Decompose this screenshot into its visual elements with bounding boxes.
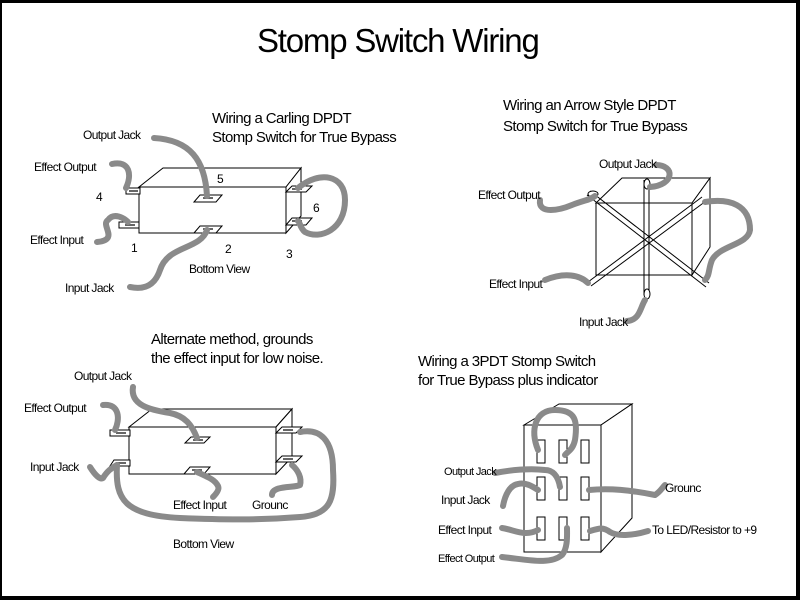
threepdt-diagram: Wiring a 3PDT Stomp Switch for True Bypa…: [418, 353, 758, 565]
alt-wire-effect-output: [100, 401, 121, 433]
wire-input-jack: [127, 227, 210, 291]
3pdt-wire-ground: [586, 482, 668, 498]
alt-label-effect-input: Effect Input: [173, 498, 228, 512]
alt-wire-ground: [269, 462, 304, 498]
page-title: Stomp Switch Wiring: [257, 22, 539, 59]
3pdt-label-output-jack: Output Jack: [444, 466, 497, 478]
alt-label-ground: Grounc: [252, 498, 288, 512]
alt-wire-effect-input: [194, 469, 222, 500]
arrow-wire-output-jack: [647, 162, 673, 190]
3pdt-wire-effect-input: [499, 525, 541, 536]
alt-lug-right-bottom: [274, 455, 304, 463]
arrow-body-top: [594, 177, 711, 204]
alt-body-front: [128, 426, 277, 475]
pin-label-6: 6: [313, 201, 320, 215]
alt-wire-input-jack: [87, 462, 120, 482]
arrow-wire-input-jack: [624, 297, 648, 324]
arrow-wire-jumper: [702, 198, 753, 283]
arrow-title-line1: Wiring an Arrow Style DPDT: [503, 97, 676, 114]
3pdt-label-led: To LED/Resistor to +9: [652, 523, 757, 537]
3pdt-wire-jumper-top: [531, 407, 579, 458]
wire-output-jack: [151, 135, 210, 199]
pin-label-3: 3: [286, 247, 293, 261]
arrow-title-line2: Stomp Switch for True Bypass: [503, 118, 687, 135]
alt-wire-output-jack: [129, 384, 200, 441]
arrow-label-effect-input: Effect Input: [489, 277, 544, 291]
carling-label-output-jack: Output Jack: [83, 128, 142, 142]
3pdt-label-effect-output: Effect Output: [438, 553, 495, 565]
3pdt-lug-r3c3: [580, 516, 590, 541]
pin-label-2: 2: [225, 242, 232, 256]
3pdt-title-line2: for True Bypass plus indicator: [418, 372, 598, 389]
3pdt-wire-led: [587, 525, 651, 538]
3pdt-wire-effect-output: [499, 525, 571, 564]
wire-jumper-3-6: [295, 174, 348, 238]
3pdt-title-line1: Wiring a 3PDT Stomp Switch: [418, 353, 596, 370]
carling-label-effect-output: Effect Output: [34, 160, 97, 174]
arrow-wire-effect-input: [542, 272, 591, 286]
carling-title-line2: Stomp Switch for True Bypass: [212, 129, 396, 146]
wire-effect-output: [109, 160, 132, 191]
alternate-title-line1: Alternate method, grounds: [151, 331, 313, 348]
arrow-label-output-jack: Output Jack: [599, 157, 658, 171]
alt-lug-right-top: [274, 426, 304, 434]
pin-label-1: 1: [131, 241, 138, 255]
pin-label-4: 4: [96, 190, 103, 204]
alt-label-effect-output: Effect Output: [24, 401, 87, 415]
wire-effect-input: [94, 213, 131, 245]
alt-label-input-jack: Input Jack: [30, 460, 80, 474]
alt-label-output-jack: Output Jack: [74, 369, 133, 383]
carling-title-line1: Wiring a Carling DPDT: [212, 110, 352, 127]
3pdt-wire-output-jack: [492, 466, 563, 490]
carling-label-input-jack: Input Jack: [65, 281, 115, 295]
3pdt-label-ground: Grounc: [665, 481, 701, 495]
3pdt-lug-r1c3: [580, 439, 590, 464]
arrow-label-effect-output: Effect Output: [478, 188, 541, 202]
3pdt-label-input-jack: Input Jack: [441, 493, 491, 507]
3pdt-label-effect-input: Effect Input: [438, 523, 493, 537]
alt-label-bottom-view: Bottom View: [173, 537, 234, 551]
pin-label-5: 5: [217, 172, 224, 186]
arrow-wire-effect-output: [537, 193, 598, 213]
carling-label-bottom-view: Bottom View: [189, 262, 250, 276]
arrow-label-input-jack: Input Jack: [579, 315, 629, 329]
carling-label-effect-input: Effect Input: [30, 233, 85, 247]
alternate-diagram: Alternate method, grounds the effect inp…: [24, 331, 337, 551]
arrow-diagram: Wiring an Arrow Style DPDT Stomp Switch …: [478, 97, 753, 329]
alt-lug-effect-output: [109, 429, 131, 437]
carling-diagram: Wiring a Carling DPDT Stomp Switch for T…: [30, 110, 397, 295]
alt-wire-loop: [113, 428, 337, 523]
3pdt-wire-input-jack: [500, 480, 541, 509]
arrow-bar-vertical: [643, 180, 650, 295]
alternate-title-line2: the effect input for low noise.: [151, 350, 323, 367]
